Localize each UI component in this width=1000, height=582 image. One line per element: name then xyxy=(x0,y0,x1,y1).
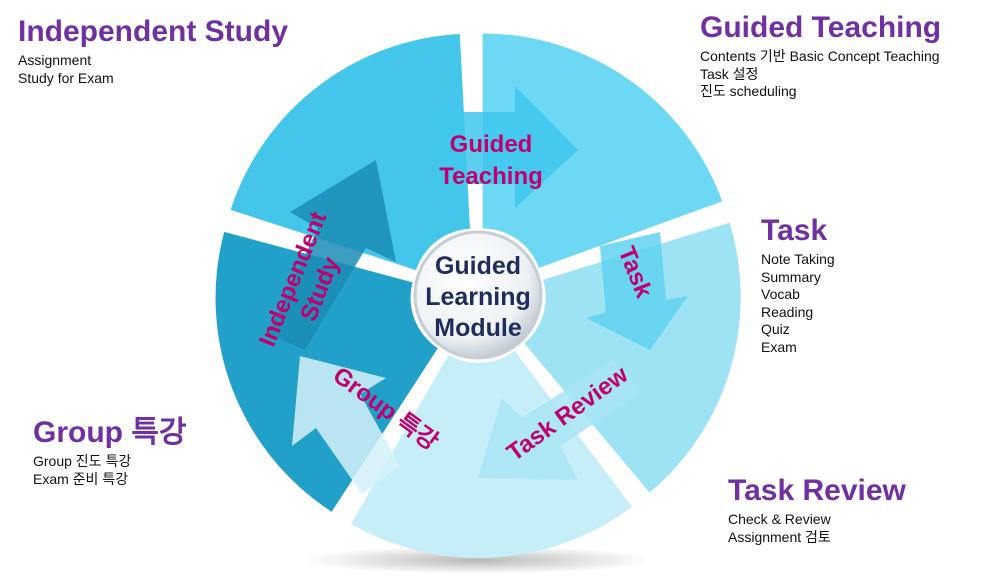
segment-guided-teaching xyxy=(482,33,723,268)
segment-independent-study xyxy=(230,34,470,271)
legend-item: 진도 scheduling xyxy=(700,83,797,100)
legend-independent-study: Independent Study Assignment Study for E… xyxy=(18,16,288,87)
legend-items: Check & Review Assignment 검토 xyxy=(728,511,906,546)
legend-item: Vocab xyxy=(761,286,800,303)
arrow-down-left-icon xyxy=(478,360,642,480)
legend-items: Assignment Study for Exam xyxy=(18,52,288,87)
legend-item: Note Taking xyxy=(761,251,835,267)
legend-group-lecture: Group 특강 Group 진도 특강 Exam 준비 특강 xyxy=(33,417,187,488)
segment-task xyxy=(524,222,741,493)
legend-item: Task 설정 xyxy=(700,65,759,82)
center-label-line: Module xyxy=(434,314,522,342)
legend-item: Summary xyxy=(761,268,821,285)
legend-title: Group 특강 xyxy=(33,416,187,449)
legend-item: Exam 준비 특강 xyxy=(33,470,129,487)
arrow-up-left-icon xyxy=(292,356,400,494)
legend-title: Guided Teaching xyxy=(700,11,942,44)
arrow-right-icon xyxy=(440,86,578,208)
segment-label-guided-teaching: Teaching xyxy=(439,163,543,190)
legend-title: Independent Study xyxy=(18,15,288,48)
center-hub xyxy=(413,230,543,360)
legend-item: Exam xyxy=(761,338,797,355)
center-label-line: Learning xyxy=(425,283,531,311)
arrow-up-right-icon xyxy=(268,160,396,350)
center-label-line: Guided xyxy=(435,252,521,280)
legend-item: Study for Exam xyxy=(18,69,114,86)
legend-item: Group 진도 특강 xyxy=(33,453,132,469)
legend-item: Assignment 검토 xyxy=(728,528,831,545)
legend-task: Task Note Taking Summary Vocab Reading Q… xyxy=(761,215,835,357)
legend-task-review: Task Review Check & Review Assignment 검토 xyxy=(728,475,906,546)
legend-item: Check & Review xyxy=(728,511,831,527)
legend-guided-teaching: Guided Teaching Contents 기반 Basic Concep… xyxy=(700,12,941,101)
legend-title: Task Review xyxy=(728,474,906,507)
legend-item: Reading xyxy=(761,303,814,320)
legend-title: Task xyxy=(761,214,828,247)
legend-items: Contents 기반 Basic Concept Teaching Task … xyxy=(700,48,941,101)
legend-items: Group 진도 특강 Exam 준비 특강 xyxy=(33,453,187,488)
legend-items: Note Taking Summary Vocab Reading Quiz E… xyxy=(761,251,835,357)
arrow-down-icon xyxy=(586,232,688,350)
segment-label-guided-teaching: Guided xyxy=(450,131,533,158)
disk-shadow xyxy=(303,546,653,574)
legend-item: Assignment xyxy=(18,52,92,68)
legend-item: Quiz xyxy=(761,321,790,338)
legend-item: Contents 기반 Basic Concept Teaching xyxy=(700,48,940,64)
